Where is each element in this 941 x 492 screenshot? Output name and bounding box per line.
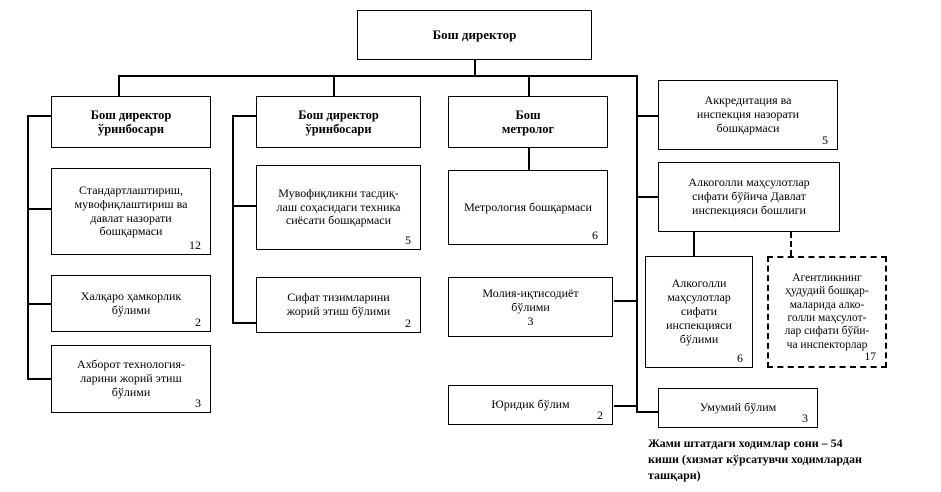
box-intl-coop-label: Халқаро ҳамкорлик бўлими (80, 288, 182, 317)
connector-to-general-dept (636, 411, 658, 413)
connector-ceo-stem (474, 60, 476, 76)
box-deputy2[interactable]: Бош директор ўринбосари (256, 96, 421, 148)
box-chief-metrologist[interactable]: Бош метролог (448, 96, 608, 148)
box-alcohol-inspection-head[interactable]: Алкоголли маҳсулотлар сифати бўйича Давл… (658, 162, 840, 232)
box-regional-inspectors-count: 17 (864, 350, 877, 363)
connector-to-intl-coop (27, 303, 51, 305)
box-deputy2-label: Бош директор ўринбосари (298, 107, 379, 137)
box-standardization[interactable]: Стандартлаштириш, мувофиқлаштириш ва дав… (51, 168, 211, 255)
connector-drop-deputy1 (118, 75, 120, 96)
box-quality-systems[interactable]: Сифат тизимларини жорий этиш бўлими 2 (256, 277, 421, 333)
box-accreditation[interactable]: Аккредитация ва инспекция назорати бошқа… (658, 80, 838, 150)
box-alcohol-inspection-dept-label: Алкоголли маҳсулотлар сифати инспекцияси… (666, 276, 732, 346)
connector-to-finance (614, 300, 637, 302)
connector-to-alcohol-head (636, 196, 658, 198)
box-regional-inspectors[interactable]: Агентликнинг ҳудудий бошқар- маларида ал… (767, 256, 887, 368)
box-metrology-dept-label: Метрология бошқармаси (464, 199, 592, 214)
connector-drop-metrologist (528, 75, 530, 96)
box-it-implementation[interactable]: Ахборот технология- ларини жорий этиш бў… (51, 345, 211, 413)
box-general-dept[interactable]: Умумий бўлим 3 (658, 388, 818, 428)
connector-to-it (27, 378, 51, 380)
box-alcohol-inspection-dept[interactable]: Алкоголли маҳсулотлар сифати инспекцияси… (645, 256, 753, 368)
connector-alcohol-head-dashed-drop (790, 232, 792, 256)
box-intl-coop-count: 2 (195, 315, 201, 329)
connector-col2-top (232, 115, 256, 117)
connector-col2-spine (232, 115, 234, 323)
box-legal-count: 2 (597, 408, 603, 422)
connector-to-quality-systems (232, 322, 256, 324)
connector-right-spine (636, 75, 638, 412)
box-legal[interactable]: Юридик бўлим 2 (448, 385, 613, 425)
box-alcohol-inspection-head-label: Алкоголли маҳсулотлар сифати бўйича Давл… (688, 175, 810, 217)
box-chief-metrologist-label: Бош метролог (501, 107, 555, 137)
box-conformity-count: 5 (405, 233, 411, 247)
box-ceo-label: Бош директор (432, 27, 517, 43)
box-legal-label: Юридик бўлим (491, 397, 570, 412)
connector-to-accreditation (636, 115, 658, 117)
connector-main-bus (118, 75, 637, 77)
connector-to-standardization (27, 208, 51, 210)
box-accreditation-count: 5 (822, 133, 828, 147)
box-deputy1[interactable]: Бош директор ўринбосари (51, 96, 211, 148)
box-conformity[interactable]: Мувофиқликни тасдиқ- лаш соҳасидаги техн… (256, 165, 421, 250)
connector-metrologist-to-metrology (528, 148, 530, 170)
connector-drop-deputy2 (333, 75, 335, 96)
box-it-implementation-label: Ахборот технология- ларини жорий этиш бў… (77, 357, 185, 399)
total-staff-note: Жами штатдаги ходимлар сони – 54 киши (х… (648, 436, 862, 482)
box-standardization-count: 12 (189, 238, 201, 252)
box-ceo[interactable]: Бош директор (357, 10, 592, 60)
box-conformity-label: Мувофиқликни тасдиқ- лаш соҳасидаги техн… (276, 185, 401, 228)
box-alcohol-inspection-dept-count: 6 (737, 351, 743, 365)
connector-to-legal (614, 405, 637, 407)
connector-col1-top (27, 115, 51, 117)
box-finance-economy-label: Молия-иқтисодиёт бўлими (482, 285, 579, 314)
box-standardization-label: Стандартлаштириш, мувофиқлаштириш ва дав… (74, 182, 188, 239)
box-general-dept-count: 3 (802, 411, 808, 425)
box-deputy1-label: Бош директор ўринбосари (90, 107, 172, 137)
box-general-dept-label: Умумий бўлим (699, 400, 777, 415)
box-metrology-dept[interactable]: Метрология бошқармаси 6 (448, 170, 608, 245)
box-it-implementation-count: 3 (195, 396, 201, 410)
box-finance-economy[interactable]: Молия-иқтисодиёт бўлими 3 (448, 277, 613, 337)
box-quality-systems-count: 2 (405, 316, 411, 330)
connector-alcohol-head-drop (693, 232, 695, 256)
connector-col1-spine (27, 115, 29, 379)
box-accreditation-label: Аккредитация ва инспекция назорати бошқа… (696, 93, 800, 135)
box-finance-economy-count: 3 (527, 314, 534, 329)
box-regional-inspectors-label: Агентликнинг ҳудудий бошқар- маларида ал… (784, 272, 870, 351)
box-intl-coop[interactable]: Халқаро ҳамкорлик бўлими 2 (51, 275, 211, 332)
box-quality-systems-label: Сифат тизимларини жорий этиш бўлими (286, 290, 391, 318)
connector-to-conformity (232, 205, 256, 207)
box-metrology-dept-count: 6 (592, 228, 598, 242)
